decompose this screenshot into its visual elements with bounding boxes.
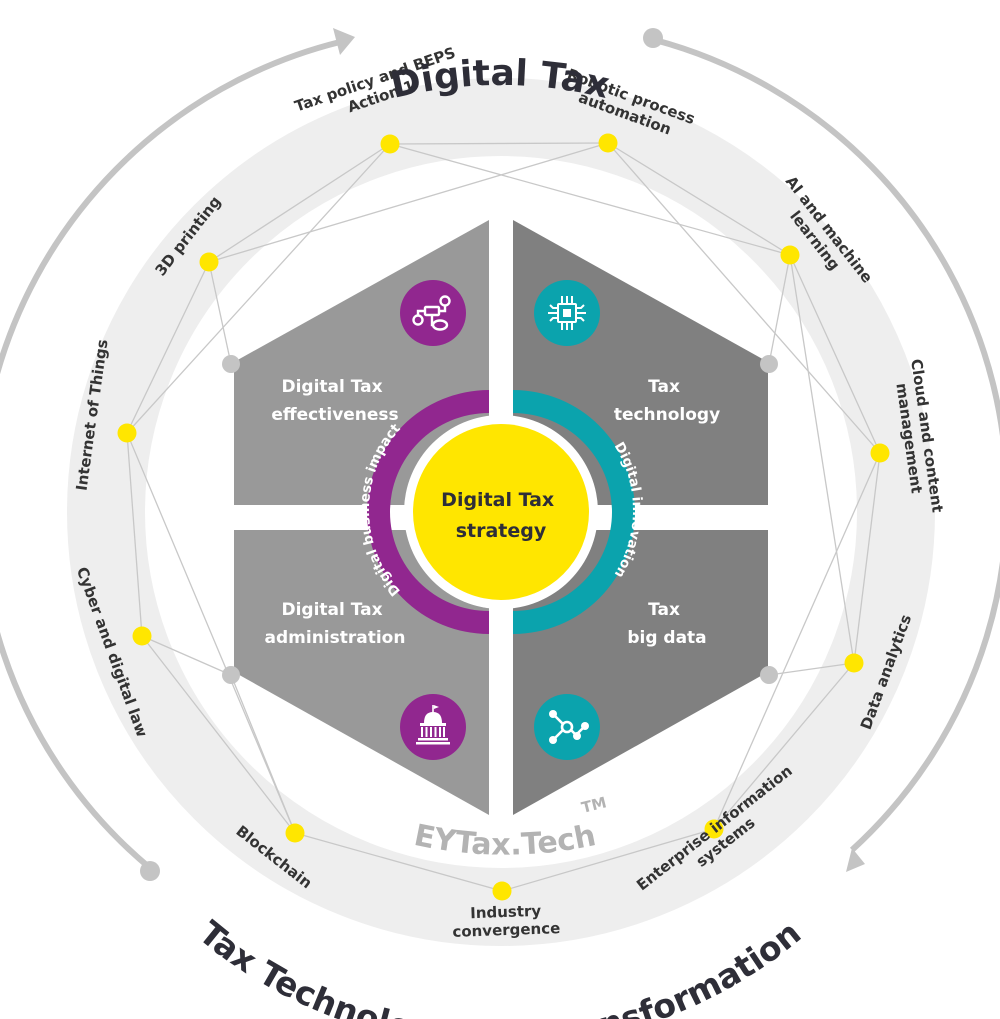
quadrant-technology-label: Tax technology [614, 377, 720, 425]
link-cyber-g3 [141, 635, 232, 676]
link-3d-printing-iot [126, 261, 210, 434]
band-digital-business-impact[interactable] [367, 390, 489, 634]
arrowhead-bottom-icon [846, 848, 865, 872]
brand-name: EYTax.Tech [411, 818, 599, 863]
link-ai-ml-g2 [768, 254, 791, 365]
link-industry-enterprise [501, 828, 715, 892]
link-data-analytics-enterprise [713, 662, 855, 830]
link-iot-blockchain [126, 432, 296, 834]
arc-top-right-arrow [654, 37, 1000, 853]
topic-node-cyber[interactable] [132, 626, 152, 646]
topic-node-rpa[interactable] [598, 133, 618, 153]
link-tax-policy-rpa [389, 142, 609, 145]
corner-dot [222, 666, 240, 684]
arc-end-dot-bottom-left [140, 861, 160, 881]
link-cyber-blockchain [141, 635, 296, 834]
link-cloud-data-analytics [853, 452, 881, 664]
link-ai-ml-cloud [789, 254, 881, 454]
topic-node-enterprise[interactable] [704, 819, 724, 839]
arc-end-dot-top-right [643, 28, 663, 48]
quadrant-bigdata-label: Tax big data [627, 600, 706, 648]
outer-cycle-arrows [0, 28, 1000, 881]
center-strategy-circle[interactable] [413, 424, 589, 600]
flowchart-icon[interactable] [400, 280, 466, 346]
link-3d-printing-g1 [208, 261, 232, 365]
topic-node-industry[interactable] [492, 881, 512, 901]
link-rpa-ai-ml [607, 142, 791, 256]
link-tax-policy-3d-printing [208, 143, 391, 263]
topic-node-iot[interactable] [117, 423, 137, 443]
topic-ring [67, 78, 935, 946]
hexagon-corner-dots [222, 355, 778, 684]
corner-dot [760, 666, 778, 684]
link-cloud-enterprise [713, 452, 881, 830]
corner-dot [760, 355, 778, 373]
link-rpa-3d-printing [208, 142, 609, 263]
link-tax-policy-iot [126, 143, 391, 434]
quadrant-effectiveness-label: Digital Tax effectiveness [271, 377, 398, 425]
topic-node-cloud[interactable] [870, 443, 890, 463]
corner-dot [222, 355, 240, 373]
link-blockchain-industry [294, 832, 503, 892]
arrowhead-top-icon [333, 28, 355, 55]
band-divider [489, 614, 513, 644]
network-nodes-icon[interactable] [534, 694, 600, 760]
link-iot-cyber [126, 432, 143, 637]
topic-network-links [126, 142, 881, 892]
topic-label-industry: Industryconvergence [451, 901, 560, 941]
link-data-analytics-g4 [768, 662, 855, 676]
microchip-icon[interactable] [534, 280, 600, 346]
band-digital-innovation[interactable] [513, 390, 635, 634]
link-tax-policy-ai-ml [389, 143, 791, 256]
topic-node-tax-policy[interactable] [380, 134, 400, 154]
center-strategy-label: Digital Tax strategy [441, 489, 561, 542]
capitol-building-icon[interactable] [400, 694, 466, 760]
band-divider [489, 380, 513, 410]
topic-node-3d-printing[interactable] [199, 252, 219, 272]
quadrant-administration-label: Digital Tax administration [265, 600, 406, 648]
arc-top-left-arrow [0, 39, 341, 871]
link-rpa-cloud [607, 142, 881, 454]
topic-node-data-analytics[interactable] [844, 653, 864, 673]
topic-node-ai-ml[interactable] [780, 245, 800, 265]
brand-trademark: TM [580, 793, 609, 817]
topic-node-blockchain[interactable] [285, 823, 305, 843]
link-g3-blockchain [230, 674, 296, 834]
link-ai-ml-data-analytics [789, 254, 855, 664]
